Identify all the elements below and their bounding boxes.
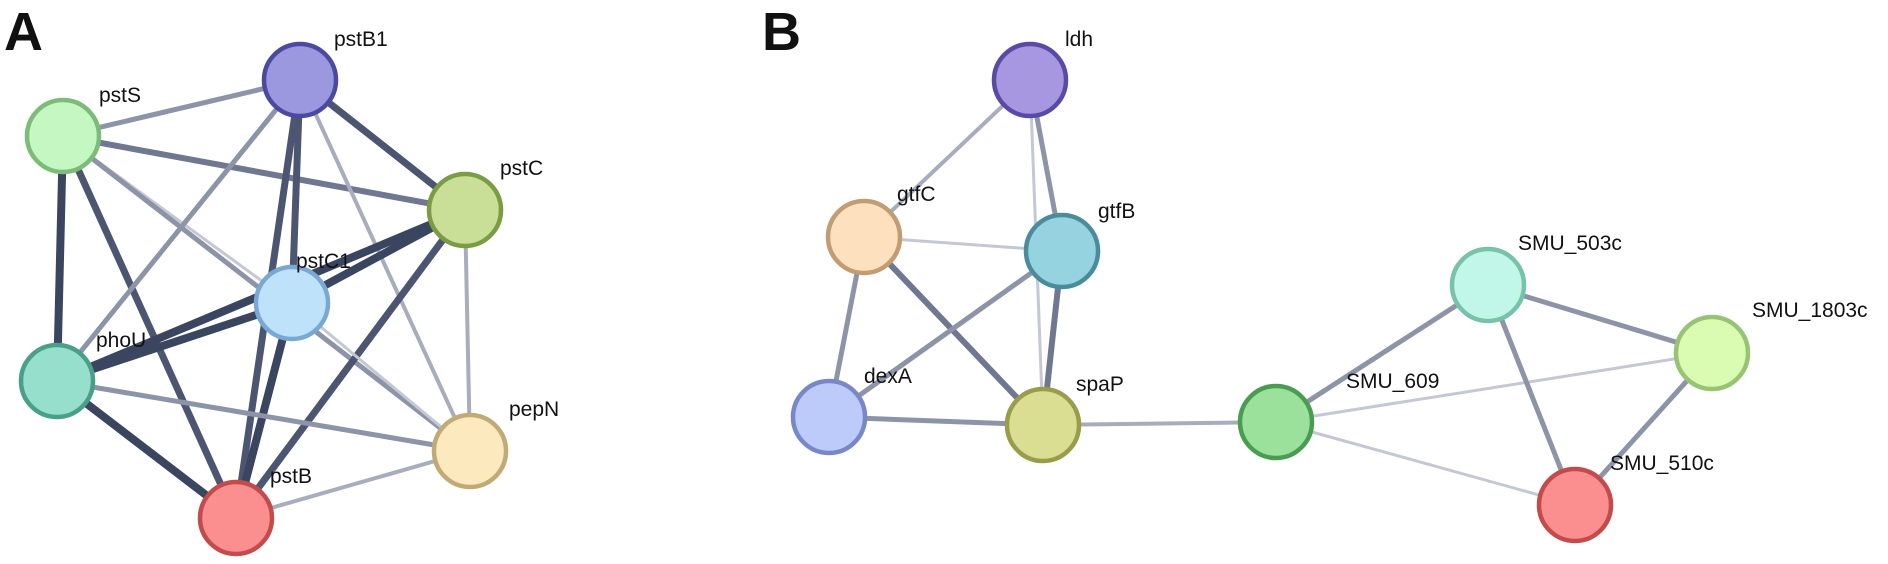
- node-gtfB[interactable]: [1023, 212, 1101, 290]
- edge-pstB-pepN: [234, 449, 472, 520]
- node-label-dexA: dexA: [864, 365, 912, 388]
- node-gtfC[interactable]: [825, 198, 903, 276]
- node-pstS[interactable]: [24, 97, 102, 175]
- node-label-pstC: pstC: [500, 157, 543, 180]
- panel-a-label: A: [4, 2, 43, 62]
- node-label-phoU: phoU: [96, 329, 146, 352]
- edge-spaP-SMU_609: [1041, 420, 1278, 427]
- edge-SMU_609-SMU_510c: [1274, 420, 1577, 507]
- edge-SMU_609-SMU_503c: [1273, 282, 1491, 425]
- node-label-pstB: pstB: [270, 465, 312, 488]
- node-ldh[interactable]: [991, 41, 1069, 119]
- node-label-ldh: ldh: [1065, 28, 1093, 51]
- node-SMU_503c[interactable]: [1449, 246, 1527, 324]
- edge-gtfB-dexA: [826, 248, 1065, 420]
- node-label-gtfC: gtfC: [897, 183, 936, 206]
- edge-SMU_609-SMU_1803c: [1274, 351, 1714, 424]
- edge-phoU-pepN: [54, 378, 473, 454]
- node-label-pstS: pstS: [99, 84, 141, 107]
- node-label-pstB1: pstB1: [334, 28, 388, 51]
- edge-pstC1-pepN: [290, 301, 472, 453]
- node-phoU[interactable]: [18, 342, 96, 420]
- node-label-SMU_609: SMU_609: [1346, 370, 1439, 393]
- edge-pstS-pstB: [59, 132, 240, 522]
- edge-SMU_503c-SMU_1803c: [1485, 282, 1715, 356]
- node-pstB1[interactable]: [261, 41, 339, 119]
- node-pstC1[interactable]: [253, 264, 331, 342]
- node-SMU_609[interactable]: [1237, 383, 1315, 461]
- node-SMU_1803c[interactable]: [1673, 314, 1751, 392]
- node-pstB[interactable]: [197, 479, 275, 557]
- panel-a: A pstB1 pstS pstC pstC1 phoU pepN pstB: [4, 2, 559, 557]
- node-SMU_510c[interactable]: [1536, 466, 1614, 544]
- node-label-SMU_503c: SMU_503c: [1518, 232, 1622, 255]
- node-pepN[interactable]: [431, 412, 509, 490]
- edge-pstS-phoU: [53, 132, 67, 385]
- node-spaP[interactable]: [1004, 386, 1082, 464]
- panel-b: B ldh gtfC gtfB dexA spaP SMU_503cSMU_1803cSM…: [762, 2, 1868, 544]
- node-label-SMU_1803c: SMU_1803c: [1752, 299, 1868, 322]
- edge-pstC-pstB: [232, 206, 469, 522]
- node-label-gtfB: gtfB: [1098, 200, 1135, 223]
- edge-pstB1-phoU: [54, 77, 303, 384]
- panel-b-nodes: ldh gtfC gtfB dexA spaP SMU_503cSMU_1803cSMU_…: [790, 28, 1868, 544]
- edge-pstC1-phoU: [53, 299, 296, 385]
- node-label-pepN: pepN: [509, 398, 559, 421]
- node-label-spaP: spaP: [1076, 373, 1124, 396]
- panel-a-nodes: pstB1 pstS pstC pstC1 phoU pepN pstB: [18, 28, 559, 557]
- node-pstC[interactable]: [426, 171, 504, 249]
- node-dexA[interactable]: [790, 378, 868, 456]
- edge-pstC-pepN: [463, 208, 472, 453]
- node-label-pstC1: pstC1: [296, 250, 351, 273]
- edge-pstB1-pepN: [298, 78, 472, 453]
- panel-b-label: B: [762, 2, 801, 62]
- edge-SMU_503c-SMU_510c: [1485, 282, 1578, 508]
- edge-pstS-pstC: [60, 133, 468, 213]
- node-label-SMU_510c: SMU_510c: [1610, 452, 1714, 475]
- edge-pstS-pstB1: [60, 77, 303, 139]
